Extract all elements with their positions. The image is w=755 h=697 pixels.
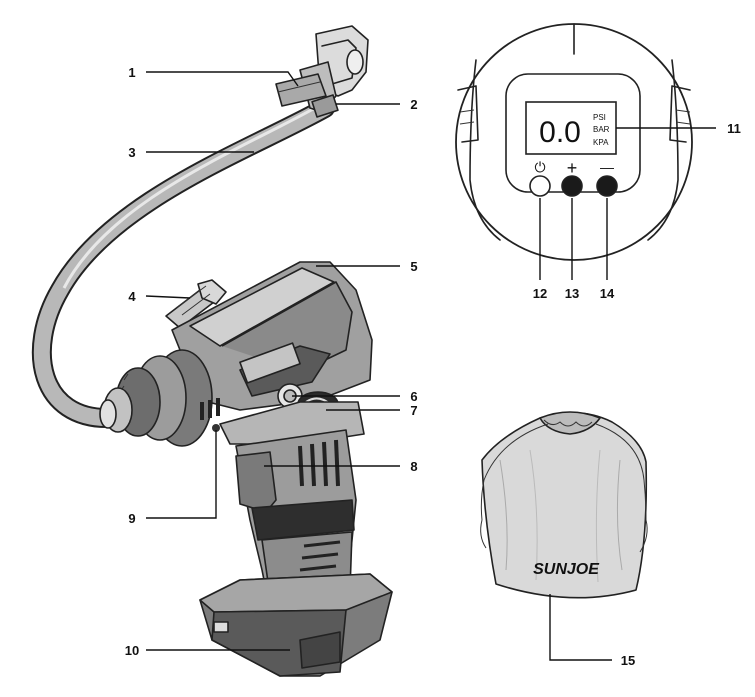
minus-button[interactable]: [596, 175, 618, 197]
pressure-reading: 0.0: [539, 116, 581, 149]
callout-1: 1: [128, 65, 135, 80]
lcd-screen: [525, 101, 617, 155]
callout-4: 4: [128, 289, 136, 304]
inflator-body: [99, 261, 373, 447]
unit-kpa: KPA: [593, 138, 609, 147]
callout-8: 8: [410, 459, 417, 474]
callout-15: 15: [621, 653, 635, 668]
unit-psi: PSI: [593, 113, 606, 122]
plus-icon: +: [567, 158, 578, 178]
storage-bag: SUNJOE: [480, 411, 648, 599]
callout-6: 6: [410, 389, 417, 404]
callout-7: 7: [410, 403, 417, 418]
callout-11: 11: [727, 121, 741, 136]
callout-10: 10: [125, 643, 139, 658]
callout-labels: 1 2 3 4 5 6 7 8 9 10 11 12 13 14 15: [125, 65, 741, 668]
vent-slots: [200, 398, 220, 420]
display-detail-view: 0.0 PSI BAR KPA ⏻ + —: [455, 23, 693, 261]
unit-bar: BAR: [593, 125, 610, 134]
bag-brand-logo: SUNJOE: [533, 561, 600, 578]
power-button[interactable]: [529, 175, 551, 197]
callout-12: 12: [533, 286, 547, 301]
nozzle-adapter: [165, 279, 227, 329]
callout-5: 5: [410, 259, 417, 274]
battery-base: [199, 573, 393, 677]
callout-13: 13: [565, 286, 579, 301]
air-hose: [31, 98, 335, 429]
callout-2: 2: [410, 97, 417, 112]
power-icon: ⏻: [534, 159, 545, 175]
callout-3: 3: [128, 145, 135, 160]
callout-9: 9: [128, 511, 135, 526]
air-chuck: [275, 25, 369, 118]
plus-button[interactable]: [561, 175, 583, 197]
callout-14: 14: [600, 286, 615, 301]
minus-icon: —: [600, 159, 614, 175]
leader-lines: [145, 71, 716, 661]
